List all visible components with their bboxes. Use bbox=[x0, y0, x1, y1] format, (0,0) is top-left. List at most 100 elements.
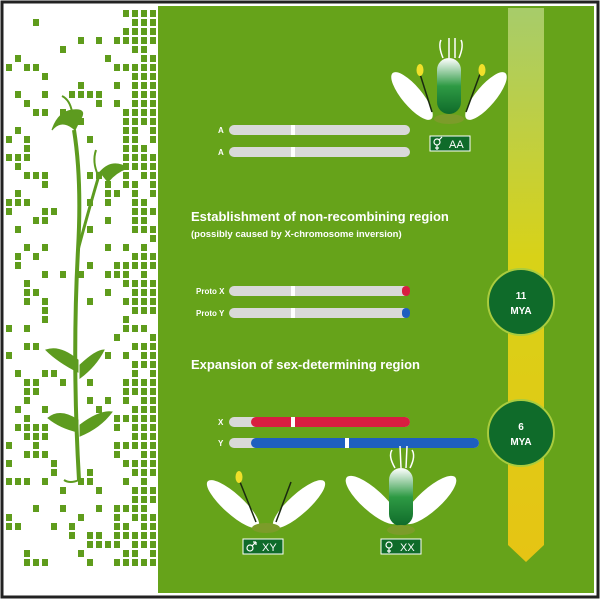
centromere bbox=[291, 147, 295, 157]
mosaic-square bbox=[150, 559, 156, 566]
mosaic-square bbox=[150, 100, 156, 107]
mosaic-square bbox=[69, 91, 75, 98]
mosaic-square bbox=[132, 289, 138, 296]
male-symbol-icon bbox=[246, 541, 257, 552]
mosaic-square bbox=[6, 523, 12, 530]
mosaic-square bbox=[132, 253, 138, 260]
mosaic-square bbox=[141, 433, 147, 440]
mosaic-square bbox=[141, 541, 147, 548]
mosaic-square bbox=[114, 505, 120, 512]
mosaic-square bbox=[24, 415, 30, 422]
proto-x-chromosome bbox=[229, 286, 410, 296]
mosaic-square bbox=[6, 154, 12, 161]
mosaic-square bbox=[105, 199, 111, 206]
mosaic-square bbox=[150, 424, 156, 431]
mosaic-square bbox=[141, 451, 147, 458]
mosaic-square bbox=[114, 541, 120, 548]
mosaic-square bbox=[87, 262, 93, 269]
mosaic-square bbox=[114, 334, 120, 341]
mosaic-square bbox=[123, 397, 129, 404]
mosaic-square bbox=[6, 514, 12, 521]
mosaic-square bbox=[141, 118, 147, 125]
mosaic-square bbox=[141, 253, 147, 260]
mosaic-square bbox=[123, 379, 129, 386]
mosaic-square bbox=[33, 379, 39, 386]
mosaic-square bbox=[15, 55, 21, 62]
mosaic-square bbox=[123, 559, 129, 566]
mosaic-square bbox=[105, 271, 111, 278]
mosaic-square bbox=[105, 217, 111, 224]
female-flower-icon bbox=[345, 445, 457, 535]
mosaic-square bbox=[123, 388, 129, 395]
mosaic-square bbox=[150, 82, 156, 89]
mosaic-square bbox=[132, 325, 138, 332]
mosaic-square bbox=[132, 199, 138, 206]
mosaic-square bbox=[132, 136, 138, 143]
mosaic-square bbox=[42, 370, 48, 377]
mosaic-square bbox=[24, 451, 30, 458]
mosaic-square bbox=[150, 172, 156, 179]
mosaic-square bbox=[24, 550, 30, 557]
mosaic-square bbox=[15, 127, 21, 134]
mosaic-square bbox=[132, 406, 138, 413]
mosaic-square bbox=[105, 289, 111, 296]
mosaic-square bbox=[150, 442, 156, 449]
mosaic-square bbox=[141, 397, 147, 404]
proto-x-label: Proto X bbox=[196, 287, 225, 296]
mosaic-square bbox=[42, 73, 48, 80]
mosaic-square bbox=[132, 46, 138, 53]
mosaic-square bbox=[150, 136, 156, 143]
mosaic-square bbox=[141, 19, 147, 26]
mosaic-square bbox=[123, 280, 129, 287]
mosaic-square bbox=[132, 163, 138, 170]
mosaic-square bbox=[123, 181, 129, 188]
mosaic-square bbox=[78, 271, 84, 278]
mosaic-square bbox=[105, 181, 111, 188]
mosaic-square bbox=[42, 181, 48, 188]
mosaic-square bbox=[141, 208, 147, 215]
mosaic-square bbox=[15, 190, 21, 197]
mosaic-square bbox=[114, 532, 120, 539]
mosaic-square bbox=[150, 370, 156, 377]
mosaic-square bbox=[87, 91, 93, 98]
mosaic-square bbox=[123, 172, 129, 179]
mosaic-square bbox=[123, 352, 129, 359]
mosaic-square bbox=[132, 559, 138, 566]
chrom-a1-label: A bbox=[218, 126, 224, 135]
mosaic-square bbox=[123, 505, 129, 512]
mosaic-square bbox=[42, 478, 48, 485]
proto-x-sdr bbox=[402, 286, 410, 296]
mosaic-square bbox=[141, 172, 147, 179]
mosaic-square bbox=[141, 532, 147, 539]
mosaic-square bbox=[87, 532, 93, 539]
mosaic-square bbox=[141, 442, 147, 449]
mosaic-square bbox=[24, 343, 30, 350]
mosaic-square bbox=[150, 10, 156, 17]
mosaic-square bbox=[87, 397, 93, 404]
mosaic-square bbox=[15, 424, 21, 431]
mosaic-square bbox=[132, 532, 138, 539]
mosaic-square bbox=[6, 460, 12, 467]
mosaic-square bbox=[141, 505, 147, 512]
mosaic-square bbox=[123, 550, 129, 557]
mosaic-square bbox=[150, 190, 156, 197]
mosaic-square bbox=[150, 37, 156, 44]
mosaic-square bbox=[42, 271, 48, 278]
mosaic-square bbox=[15, 370, 21, 377]
mosaic-square bbox=[141, 64, 147, 71]
mosaic-square bbox=[132, 28, 138, 35]
mosaic-square bbox=[141, 226, 147, 233]
mosaic-square bbox=[42, 217, 48, 224]
y-sdr bbox=[251, 438, 479, 448]
establishment-subtitle: (possibly caused by X-chromosome inversi… bbox=[191, 229, 402, 240]
mosaic-square bbox=[132, 10, 138, 17]
mosaic-square bbox=[150, 523, 156, 530]
mosaic-square bbox=[150, 64, 156, 71]
mosaic-square bbox=[78, 514, 84, 521]
mosaic-square bbox=[42, 298, 48, 305]
mosaic-square bbox=[141, 559, 147, 566]
mosaic-square bbox=[150, 262, 156, 269]
female-badge-label: XX bbox=[400, 542, 415, 554]
mosaic-square bbox=[33, 442, 39, 449]
